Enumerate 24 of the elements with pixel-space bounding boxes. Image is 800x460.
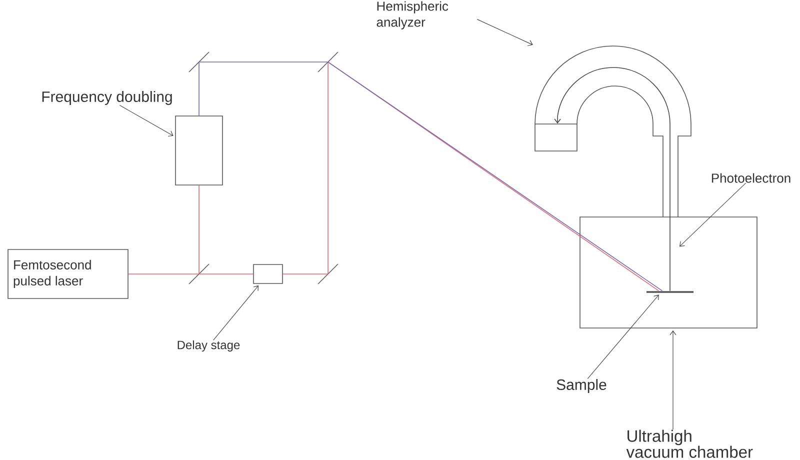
leader-arrow — [476, 19, 533, 46]
callout-text: Sample — [556, 379, 606, 393]
chamber-box — [580, 216, 758, 328]
callout-text: Hemispheric analyzer — [376, 1, 448, 30]
crystal-box — [175, 116, 223, 186]
beam-splitter — [188, 264, 210, 284]
leader-arrow — [587, 294, 659, 380]
laser-beam — [198, 185, 200, 274]
leader-arrow — [213, 285, 259, 340]
delay-stage-box — [253, 264, 283, 284]
callout-text: Photoelectron — [712, 173, 790, 183]
leader-arrow — [679, 182, 746, 247]
leader-arrow — [119, 104, 174, 137]
laser-beam — [198, 62, 200, 116]
mirror — [318, 264, 338, 284]
laser-box: Femtosecond pulsed laser — [8, 249, 128, 299]
callout-text: Frequency doubling — [42, 91, 172, 105]
mirror — [318, 52, 338, 72]
electron-path — [554, 67, 670, 292]
leader-arrow — [670, 330, 676, 430]
mirror — [188, 52, 210, 72]
callout-text: Ultrahigh vacuum chamber — [626, 430, 753, 458]
callout-text: Delay stage — [178, 340, 240, 352]
detector-box — [534, 124, 578, 152]
